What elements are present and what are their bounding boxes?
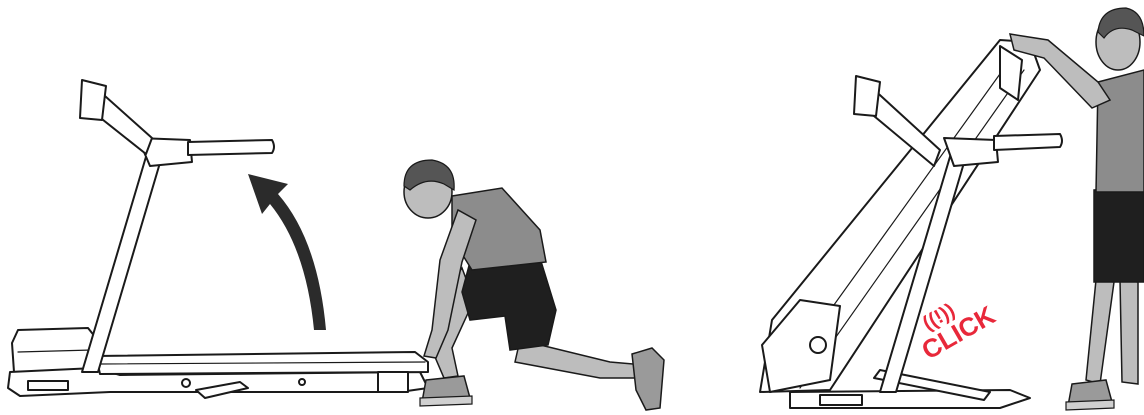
standing-person-shirt	[1096, 70, 1144, 192]
folded-handle-hub	[944, 138, 998, 166]
person-shorts	[462, 258, 556, 350]
handrail	[188, 140, 274, 155]
up-arrow-icon	[248, 174, 326, 330]
rear-end-cap	[378, 372, 408, 392]
upright-post	[82, 150, 162, 372]
base-control-panel	[28, 381, 68, 390]
person-kneeling	[404, 160, 664, 410]
folded-console	[854, 76, 880, 116]
standing-person-shorts	[1094, 186, 1144, 282]
folded-base-control-panel	[820, 395, 862, 405]
standing-person-right-leg	[1120, 280, 1138, 384]
person-back-shoe	[632, 348, 664, 410]
folded-handrail	[994, 134, 1062, 150]
treadmill-unfolded	[8, 80, 428, 398]
treadmill-folded	[760, 40, 1062, 408]
standing-person-left-leg	[1086, 280, 1114, 384]
folded-motor-hood	[762, 300, 840, 392]
console	[80, 80, 106, 120]
